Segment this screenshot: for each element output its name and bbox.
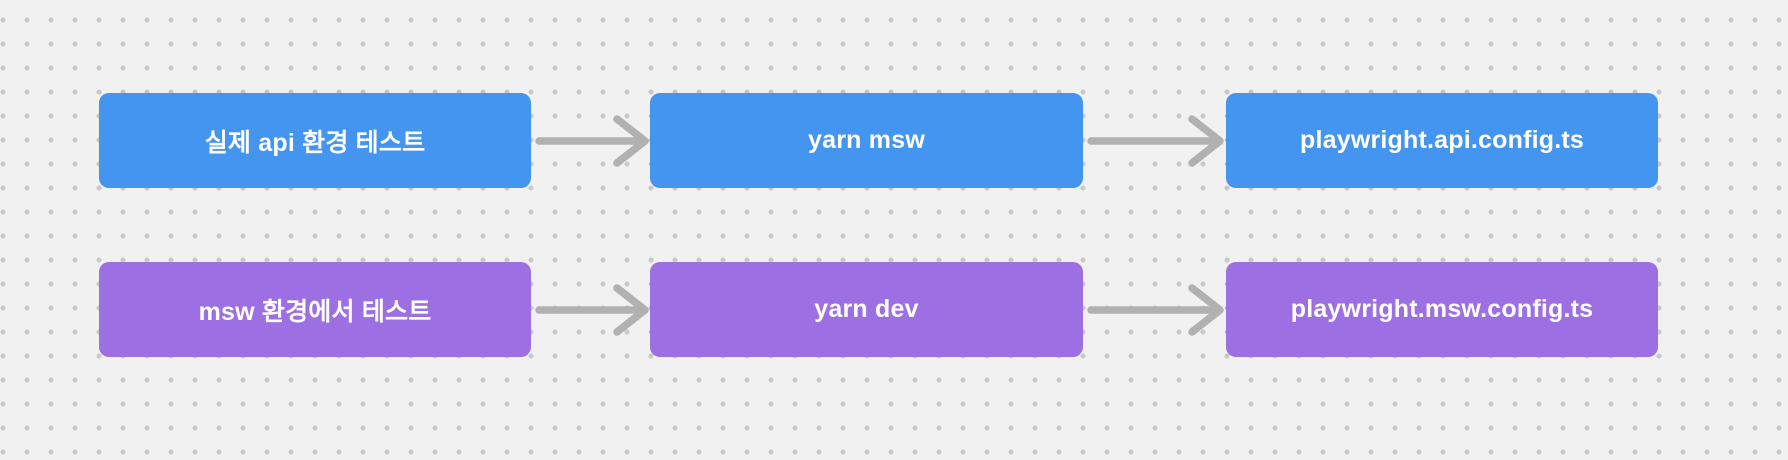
node-label: playwright.api.config.ts [1300, 126, 1584, 154]
node-yarn-msw[interactable]: yarn msw [650, 93, 1083, 188]
arrow-msw-test-to-yarn-dev [535, 284, 649, 336]
node-msw-env-test[interactable]: msw 환경에서 테스트 [99, 262, 531, 357]
node-real-api-test[interactable]: 실제 api 환경 테스트 [99, 93, 531, 188]
node-playwright-api-config[interactable]: playwright.api.config.ts [1226, 93, 1658, 188]
node-label: yarn dev [814, 295, 919, 323]
arrow-yarn-dev-to-playwright-msw-config [1087, 284, 1224, 336]
node-yarn-dev[interactable]: yarn dev [650, 262, 1083, 357]
node-playwright-msw-config[interactable]: playwright.msw.config.ts [1226, 262, 1658, 357]
arrow-real-api-to-yarn-msw [535, 115, 649, 167]
node-label: msw 환경에서 테스트 [198, 297, 432, 326]
node-label: yarn msw [808, 126, 925, 154]
node-label: playwright.msw.config.ts [1290, 295, 1594, 323]
arrow-yarn-msw-to-playwright-api-config [1087, 115, 1224, 167]
node-label: 실제 api 환경 테스트 [204, 128, 426, 157]
